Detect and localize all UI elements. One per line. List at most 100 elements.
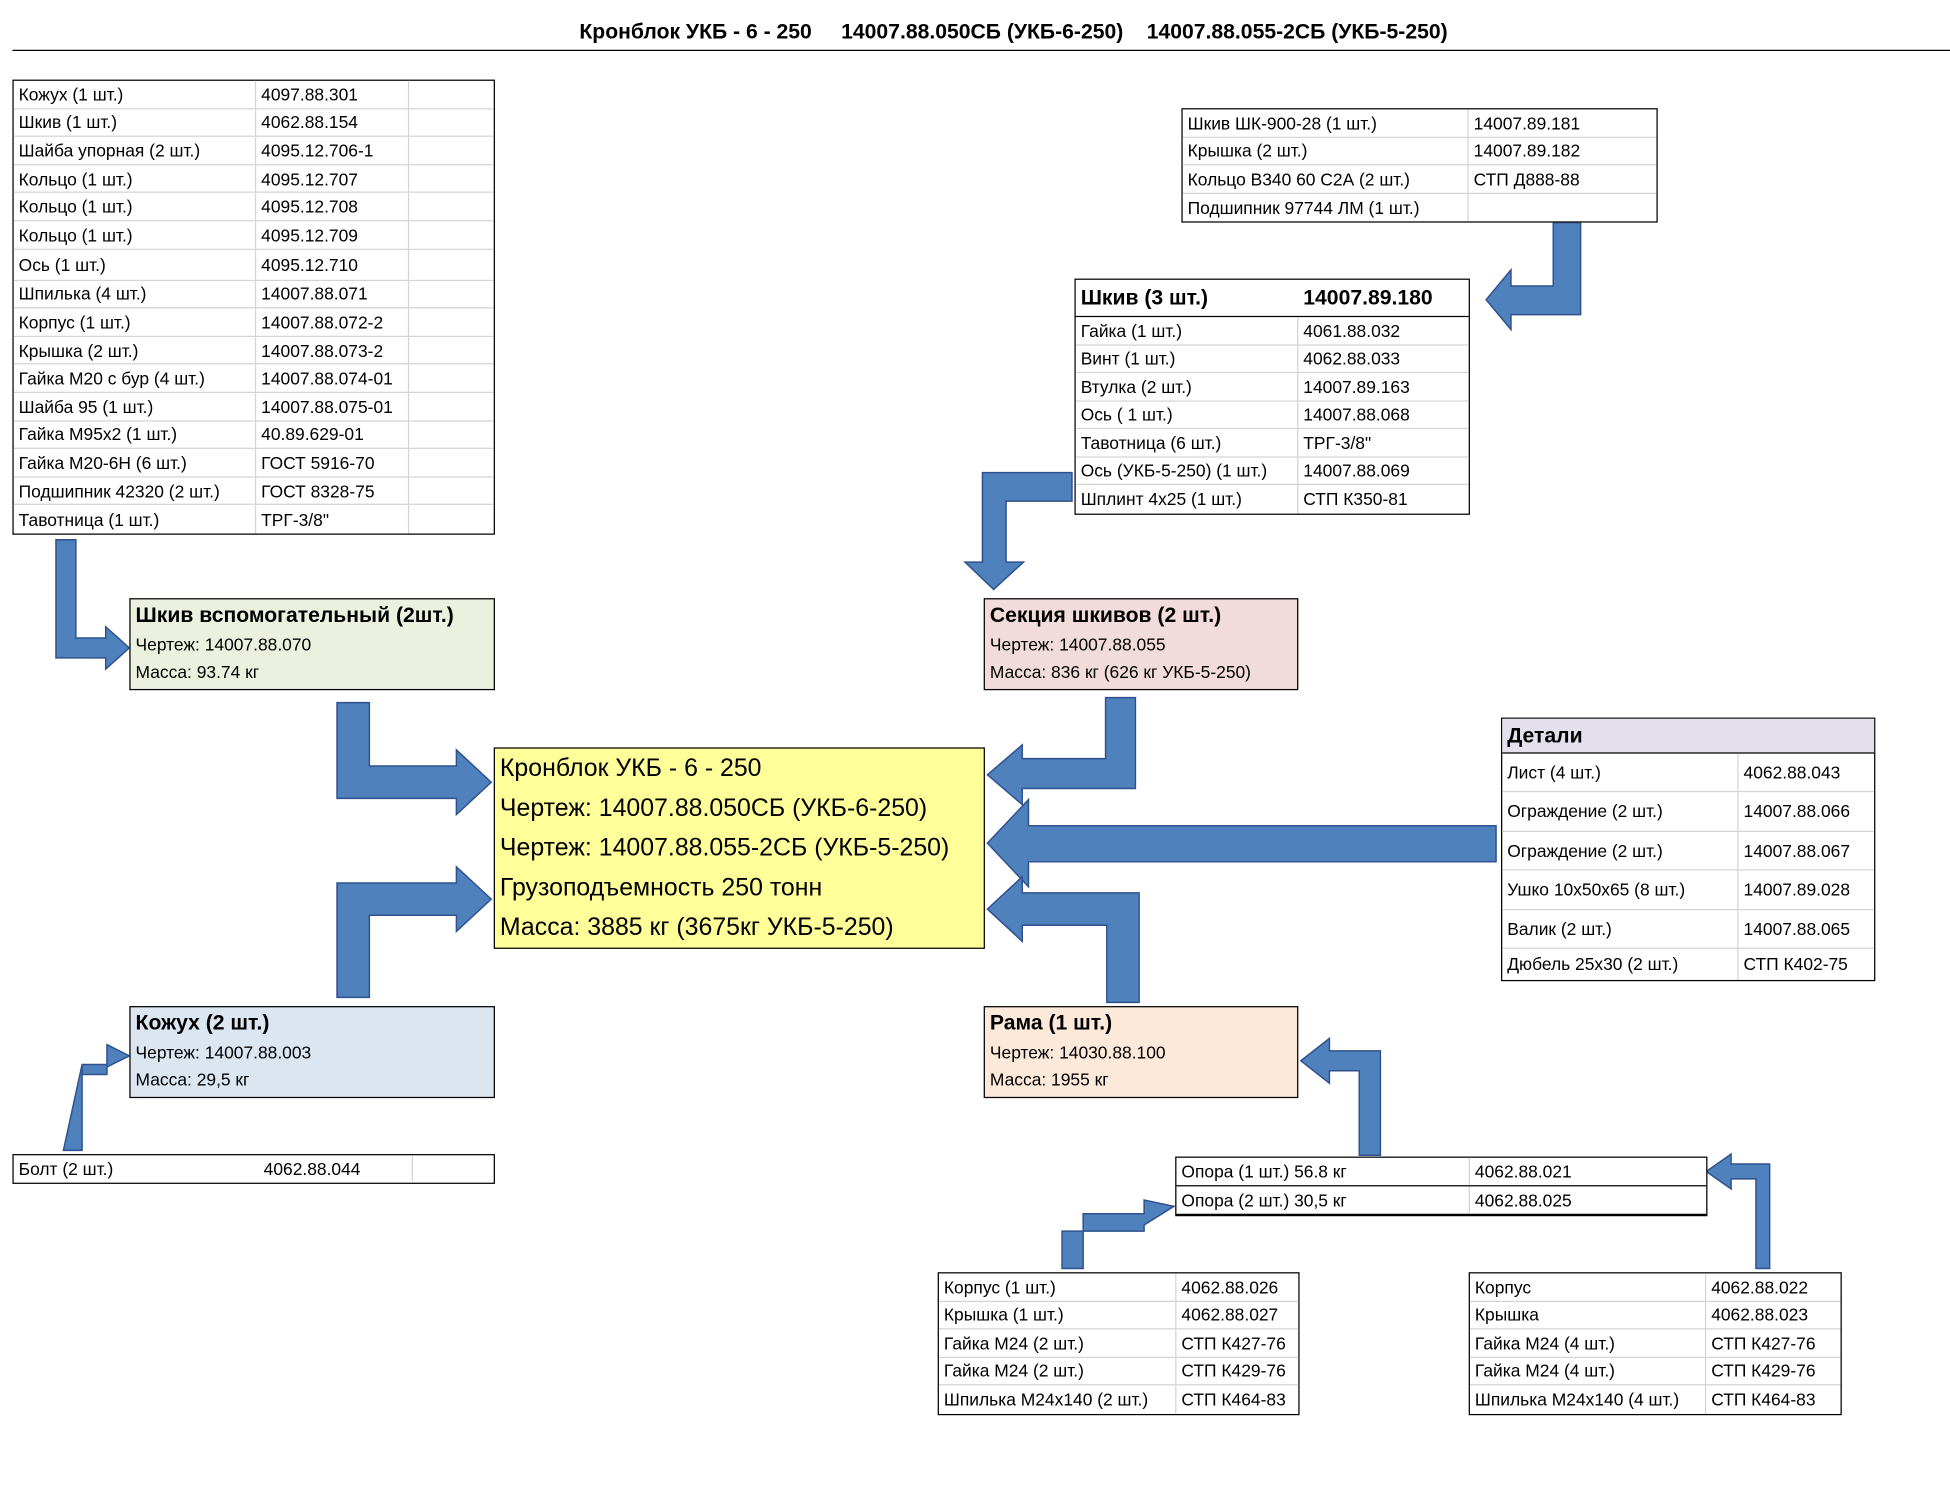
part-code: 4097.88.301 <box>261 84 358 105</box>
part-name: Кольцо В340 60 С2А (2 шт.) <box>1183 165 1469 193</box>
table-row: Гайка М24 (2 шт.)СТП К429-76 <box>938 1357 1299 1386</box>
table-row: Корпус (1 шт.)4062.88.026 <box>938 1273 1299 1302</box>
table-row: Шпилька М24х140 (2 шт.)СТП К464-83 <box>939 1385 1298 1414</box>
table-row: Гайка М24 (4 шт.)СТП К427-76 <box>1469 1329 1841 1358</box>
bolt-name: Болт (2 шт.) <box>18 1158 114 1179</box>
part-name: Крышка (2 шт.) <box>14 336 257 364</box>
main-drawing-6: Чертеж: 14007.88.050СБ (УКБ-6-250) <box>499 794 928 823</box>
part-name: Гайка (1 шт.) <box>1076 317 1299 344</box>
part-name: Лист (4 шт.) <box>1502 753 1739 791</box>
part-code: 4062.88.021 <box>1474 1161 1572 1182</box>
part-code: 14007.88.072-2 <box>261 312 384 332</box>
arrow-frame-to-main <box>986 875 1140 1004</box>
part-name: Корпус <box>1470 1273 1707 1301</box>
part-name: Подшипник 97744 ЛМ (1 шт.) <box>1183 193 1469 222</box>
part-name: Шайба 95 (1 шт.) <box>14 392 257 420</box>
part-name: Винт (1 шт.) <box>1076 345 1299 372</box>
frame-box: Рама (1 шт.) Чертеж: 14030.88.100 Масса:… <box>983 1006 1299 1099</box>
part-code: 4095.12.710 <box>261 254 358 275</box>
table-row: Гайка М24 (4 шт.)СТП К429-76 <box>1469 1357 1841 1386</box>
table-row: Болт (2 шт.) 4062.88.044 <box>14 1155 494 1182</box>
arrow-left-parts-to-supports <box>1061 1199 1176 1270</box>
part-name: Кожух (1 шт.) <box>14 80 257 108</box>
part-name: Ограждение (2 шт.) <box>1502 831 1739 870</box>
part-code: 14007.88.067 <box>1743 840 1851 861</box>
table-row: Ось (1 шт.)4095.12.710 <box>13 249 494 281</box>
table-row: Шкив ШК-900-28 (1 шт.)14007.89.181 <box>1182 109 1657 138</box>
frame-drawing: Чертеж: 14030.88.100 <box>989 1042 1166 1063</box>
main-capacity: Грузоподъемность 250 тонн <box>499 874 823 902</box>
table-row: Кольцо В340 60 С2А (2 шт.)СТП Д888-88 <box>1182 165 1657 194</box>
part-code: 4061.88.032 <box>1303 320 1401 341</box>
part-name: Кольцо (1 шт.) <box>14 193 257 221</box>
part-name: Подшипник 42320 (2 шт.) <box>14 477 257 505</box>
part-code: 14007.89.181 <box>1473 112 1581 133</box>
part-code: ТРГ-3/8" <box>261 509 330 530</box>
part-code: 14007.89.028 <box>1743 879 1851 900</box>
table-row: Шпилька М24х140 (4 шт.)СТП К464-83 <box>1470 1385 1841 1414</box>
part-name: Кольцо (1 шт.) <box>14 221 257 249</box>
casing-title: Кожух (2 шт.) <box>135 1011 270 1035</box>
table-row: Корпус (1 шт.)14007.88.072-2 <box>13 308 494 337</box>
part-name: Гайка М20-6Н (6 шт.) <box>14 449 257 476</box>
part-code: СТП К464-83 <box>1181 1389 1286 1410</box>
main-title: Кронблок УКБ - 6 - 250 <box>499 754 762 783</box>
part-code: 14007.88.068 <box>1303 404 1410 425</box>
arrow-sk-parts-to-sheave3 <box>1485 221 1582 332</box>
table-row: Ушко 10х50х65 (8 шт.)14007.89.028 <box>1502 870 1875 910</box>
main-mass: Масса: 3885 кг (3675кг УКБ-5-250) <box>499 914 894 942</box>
table-header-row: Шкив (3 шт.)14007.89.180 <box>1075 280 1469 318</box>
table-row: Дюбель 25х30 (2 шт.)СТП К402-75 <box>1502 948 1874 980</box>
part-code: СТП Д888-88 <box>1473 168 1580 189</box>
part-name: Крышка (2 шт.) <box>1183 137 1469 165</box>
part-code: 14007.88.069 <box>1303 460 1410 481</box>
frame-title: Рама (1 шт.) <box>989 1011 1113 1035</box>
aux-sheave-title: Шкив вспомогательный (2шт.) <box>135 603 454 627</box>
aux-sheave-box: Шкив вспомогательный (2шт.) Чертеж: 1400… <box>129 598 495 691</box>
part-code: СТП К402-75 <box>1743 954 1848 975</box>
table-row: Тавотница (1 шт.)ТРГ-3/8" <box>14 505 494 534</box>
part-code: 4095.12.706-1 <box>261 140 374 161</box>
table-row: Гайка М20 с бур (4 шт.)14007.88.074-01 <box>13 364 494 393</box>
table-row: Шайба 95 (1 шт.)14007.88.075-01 <box>13 392 494 421</box>
table-row: Втулка (2 шт.)14007.89.163 <box>1075 373 1469 402</box>
part-name: Крышка <box>1470 1301 1707 1329</box>
part-name: Втулка (2 шт.) <box>1076 373 1299 400</box>
part-code: ГОСТ 5916-70 <box>261 452 375 473</box>
table-row: Гайка (1 шт.)4061.88.032 <box>1075 317 1469 346</box>
table-row: Крышка (2 шт.)14007.88.073-2 <box>13 336 494 365</box>
arrow-supports-to-frame <box>1299 1036 1382 1157</box>
part-name: Ушко 10х50х65 (8 шт.) <box>1502 870 1739 909</box>
arrow-aux-sheave-to-main <box>336 701 493 817</box>
arrow-sheave3-to-section <box>963 471 1073 591</box>
sheave-section-mass: Масса: 836 кг (626 кг УКБ-5-250) <box>989 661 1252 682</box>
sheave-section-title: Секция шкивов (2 шт.) <box>989 603 1222 627</box>
table-row: Кольцо (1 шт.)4095.12.708 <box>13 193 494 222</box>
part-name: Опора (1 шт.) 56.8 кг <box>1176 1157 1470 1186</box>
part-code: 4095.12.709 <box>261 224 358 245</box>
part-code: 4062.88.025 <box>1474 1190 1572 1211</box>
table-row: Кольцо (1 шт.)4095.12.707 <box>13 165 494 194</box>
frame-mass: Масса: 1955 кг <box>989 1069 1109 1090</box>
part-name: Корпус (1 шт.) <box>14 308 257 336</box>
part-name: Гайка М24 (4 шт.) <box>1470 1357 1707 1385</box>
table-row: Ось ( 1 шт.)14007.88.068 <box>1075 401 1469 430</box>
part-name: Ось (УКБ-5-250) (1 шт.) <box>1076 457 1299 484</box>
sheave-section-box: Секция шкивов (2 шт.) Чертеж: 14007.88.0… <box>983 598 1299 691</box>
table-row: Шайба упорная (2 шт.)4095.12.706-1 <box>13 137 494 166</box>
part-name: Тавотница (1 шт.) <box>14 505 257 534</box>
sheave-section-drawing: Чертеж: 14007.88.055 <box>989 634 1166 655</box>
sheave-3-code: 14007.89.180 <box>1303 285 1433 310</box>
aux-sheave-drawing: Чертеж: 14007.88.070 <box>135 634 312 655</box>
arrow-right-parts-to-supports <box>1704 1152 1771 1270</box>
part-code: СТП К427-76 <box>1711 1332 1816 1353</box>
